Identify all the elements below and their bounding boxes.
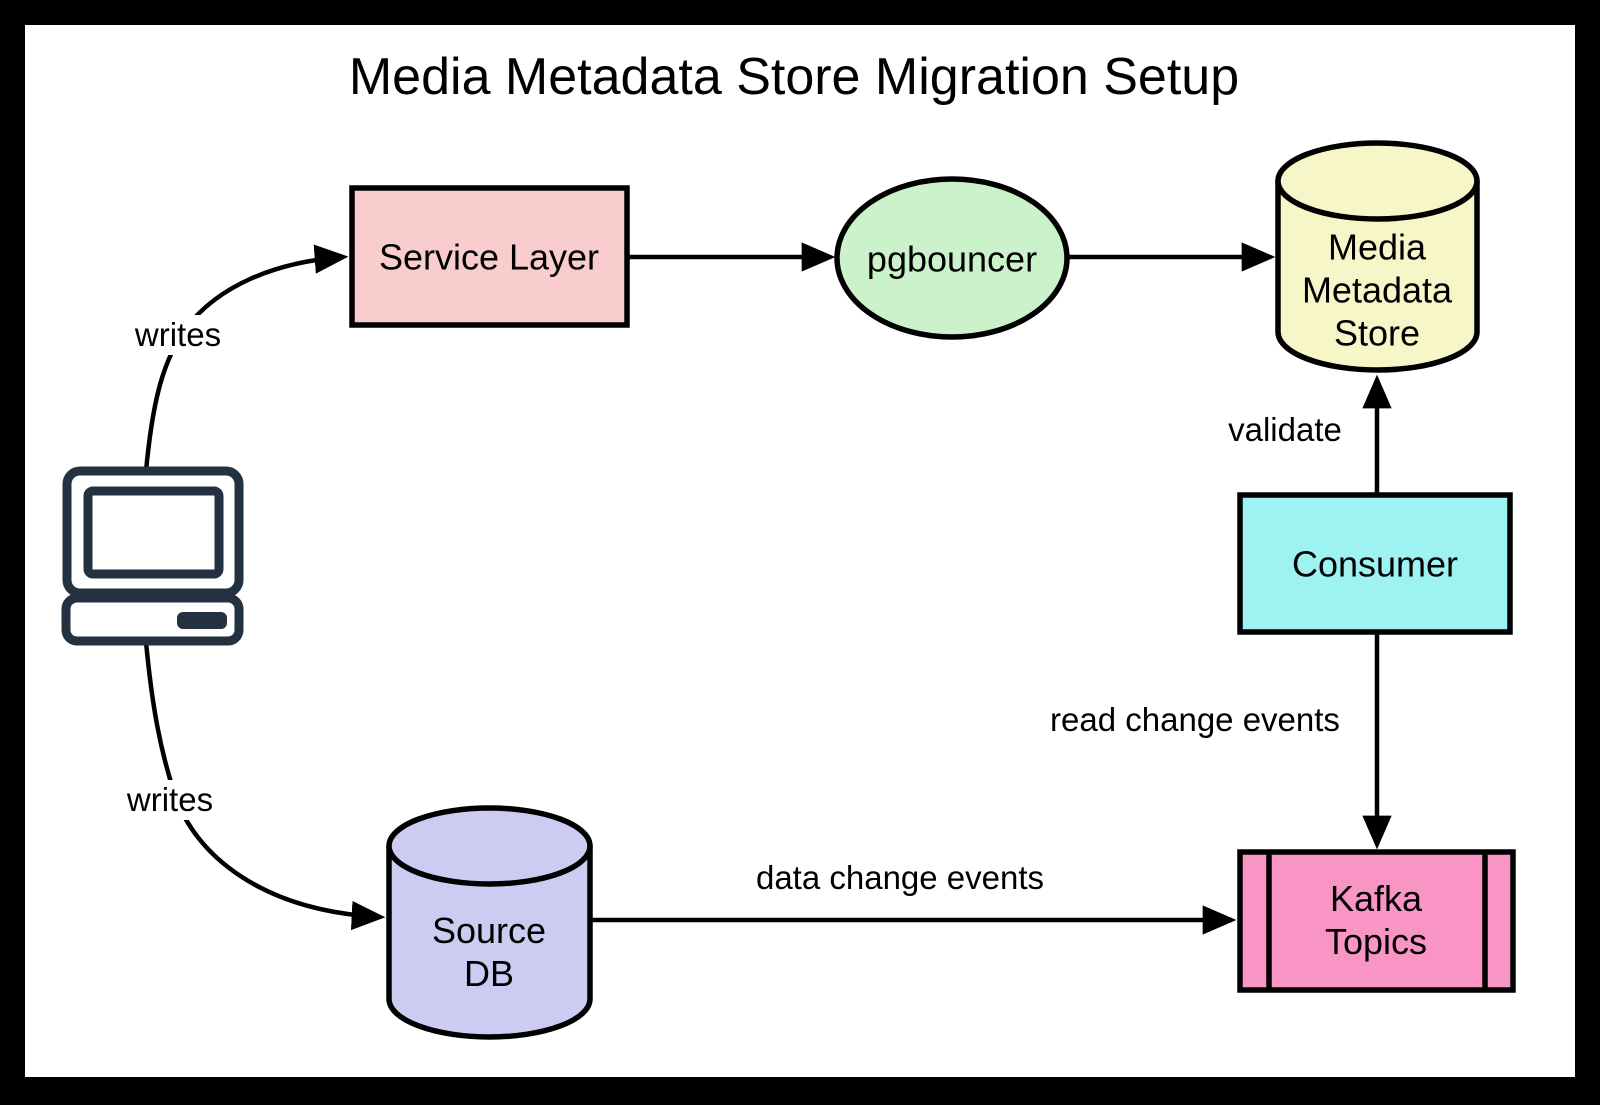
media-store-label-line: Media — [1327, 226, 1427, 268]
node-service-layer — [349, 185, 630, 328]
edge-label-writes-top: writes — [125, 315, 231, 355]
node-consumer — [1237, 492, 1513, 635]
consumer-label: Consumer — [1291, 543, 1459, 585]
source-db-label: Source DB — [432, 909, 546, 995]
computer-base — [61, 593, 244, 646]
node-kafka-topics — [1237, 849, 1516, 993]
media-store-cylinder-top — [1275, 140, 1480, 222]
kafka-label: Kafka Topics — [1325, 877, 1427, 963]
node-pgbouncer — [834, 176, 1070, 340]
node-source-db — [386, 805, 593, 1040]
kafka-label-line: Kafka — [1329, 878, 1423, 919]
source-db-label-line: DB — [463, 953, 515, 994]
media-store-label-line: Metadata — [1301, 269, 1453, 311]
media-store-label-line: Store — [1333, 312, 1421, 354]
computer-monitor-screen — [83, 486, 224, 579]
computer-touchpad — [177, 612, 227, 629]
computer-icon — [61, 466, 244, 646]
media-store-label: Media Metadata Store — [1302, 226, 1452, 355]
edge-label-validate: validate — [1219, 410, 1351, 450]
source-db-cylinder-body — [386, 846, 593, 1040]
edge-label-writes-bottom: writes — [117, 780, 223, 820]
media-store-cylinder-body — [1275, 181, 1480, 373]
service-layer-label: Service Layer — [378, 236, 600, 278]
node-media-metadata-store — [1275, 140, 1480, 373]
pgbouncer-label: pgbouncer — [866, 238, 1038, 280]
edge-label-read-change-events: read change events — [1041, 700, 1349, 740]
edge-label-data-change-events: data change events — [746, 858, 1054, 898]
edge-client-service-layer — [143, 244, 349, 472]
source-db-cylinder-top — [386, 805, 593, 887]
source-db-label-line: Source — [431, 910, 547, 951]
diagram-title: Media Metadata Store Migration Setup — [348, 48, 1240, 106]
kafka-label-line: Topics — [1324, 921, 1428, 962]
kafka-box — [1237, 849, 1516, 993]
